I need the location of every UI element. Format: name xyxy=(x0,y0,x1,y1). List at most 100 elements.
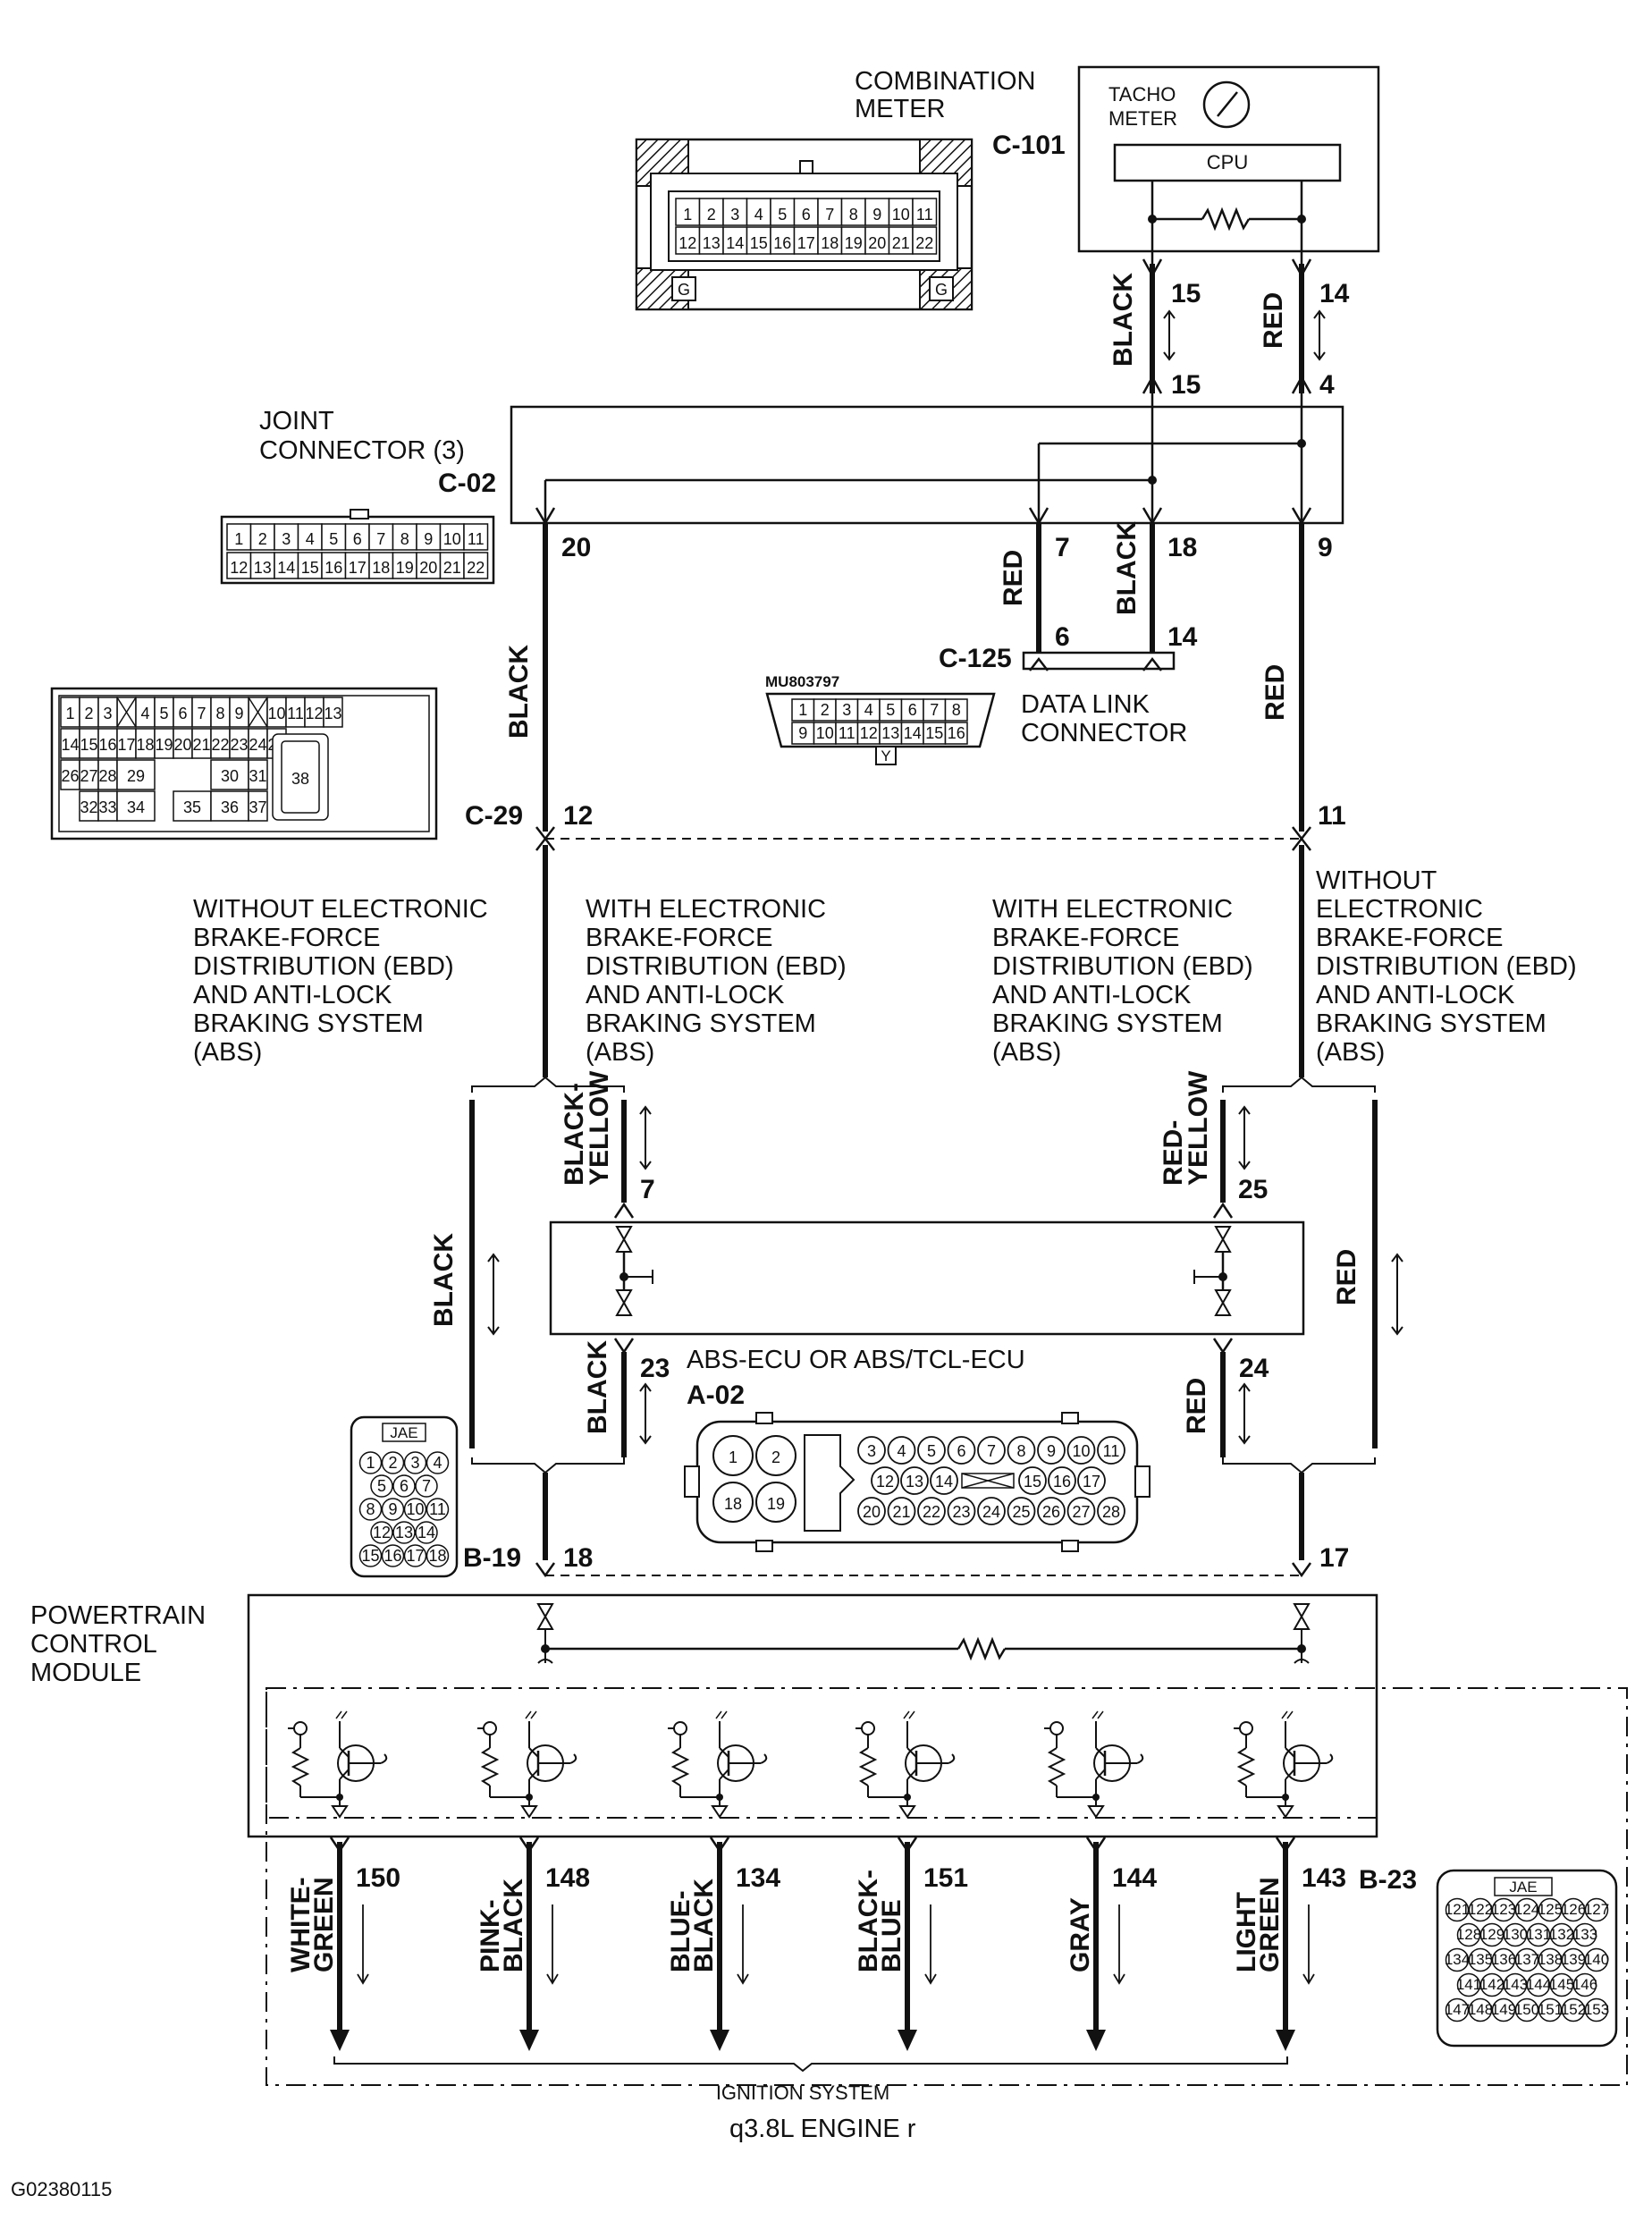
b23-pin-label: 137 xyxy=(1514,1951,1539,1968)
b23-pin-label: 141 xyxy=(1456,1976,1481,1993)
pin-arrow-icon xyxy=(1291,258,1312,278)
c29-pin-label: 34 xyxy=(127,798,145,816)
ignition-wire-color: BLUE- xyxy=(666,1890,695,1972)
pin-cell xyxy=(840,226,866,255)
c02-pin-label: 8 xyxy=(400,530,409,548)
pin-number: 17 xyxy=(1319,1543,1349,1573)
pin-cell xyxy=(368,523,394,551)
a02-pin-label: 10 xyxy=(1072,1442,1090,1460)
wire-color-red: RED xyxy=(1260,664,1290,721)
c29-pin-label: 13 xyxy=(324,705,341,722)
a02-pin-label: 24 xyxy=(982,1503,1000,1521)
b19-pin-label: 16 xyxy=(384,1547,401,1565)
option-note-line: BRAKE-FORCE xyxy=(992,924,1179,952)
wire-color-red: RED xyxy=(1332,1249,1361,1305)
c02-pin-label: 4 xyxy=(306,530,315,548)
c29-pin-label: 37 xyxy=(249,798,266,816)
b23-pin-label: 138 xyxy=(1538,1951,1563,1968)
dlc-pin-label: 1 xyxy=(798,701,807,719)
c29-pin-label: 29 xyxy=(127,767,145,785)
cpu-label: CPU xyxy=(1207,151,1248,173)
pin-number: 14 xyxy=(1319,279,1350,308)
dlc-title-1: DATA LINK xyxy=(1021,690,1150,719)
pin-number: 23 xyxy=(640,1354,670,1383)
joint-connector-id: C-02 xyxy=(438,469,496,498)
b19-pin-label: 12 xyxy=(373,1524,391,1541)
pin-number: 24 xyxy=(1239,1354,1269,1383)
b19-pin-label: 7 xyxy=(422,1477,431,1495)
pin-cell xyxy=(912,226,938,255)
option-note-line: BRAKING SYSTEM xyxy=(1316,1009,1547,1038)
pin-cell xyxy=(835,698,859,722)
pin-cell xyxy=(675,198,701,226)
b23-pin-label: 146 xyxy=(1572,1976,1597,1993)
pin-number: 9 xyxy=(1318,533,1333,562)
option-note-line: AND ANTI-LOCK xyxy=(586,981,785,1009)
c29-pin-label: 33 xyxy=(98,798,116,816)
pin-cell xyxy=(249,552,275,579)
b19-pin-label: 1 xyxy=(366,1454,375,1472)
b19-pin-label: 15 xyxy=(361,1547,379,1565)
a02-pin-label: 23 xyxy=(952,1503,970,1521)
dlc-pin-label: 7 xyxy=(930,701,939,719)
option-note-line: WITH ELECTRONIC xyxy=(586,895,826,924)
wire-color-black: BLACK xyxy=(583,1340,612,1434)
pin-number: 12 xyxy=(563,801,593,831)
c101-pin-label: 20 xyxy=(868,234,886,252)
wire-color-red: RED xyxy=(1182,1378,1211,1434)
pin-cell xyxy=(249,523,275,551)
wire-color-black-yellow: BLACK- xyxy=(560,1083,589,1186)
c29-pin-label: 18 xyxy=(136,736,154,754)
c02-pin-label: 7 xyxy=(376,530,385,548)
c101-pin-label: 10 xyxy=(892,206,910,224)
c101-pin-label: 4 xyxy=(754,206,763,224)
engine-variant-label: q3.8L ENGINE r xyxy=(729,2115,916,2143)
pin-number: 18 xyxy=(1167,533,1197,562)
b23-pin-label: 142 xyxy=(1479,1976,1504,1993)
c29-splice: C-29 12 11 xyxy=(465,801,1346,1077)
c02-pin-label: 15 xyxy=(301,559,319,577)
c29-pin-label: 22 xyxy=(211,736,229,754)
ignition-wire-pin: 151 xyxy=(923,1863,968,1893)
option-note-line: BRAKING SYSTEM xyxy=(992,1009,1223,1038)
meter-to-joint-wires: BLACK RED 15 15 14 4 xyxy=(1108,258,1350,400)
c02-pin-label: 16 xyxy=(324,559,342,577)
c29-pin-label: 10 xyxy=(267,705,285,722)
b23-pin-label: 121 xyxy=(1445,1901,1470,1918)
abs-section: BLACK RED BLACK- YELLOW RED- YELLOW 7 25 xyxy=(429,1070,1403,1474)
c29-pin-label: 24 xyxy=(249,736,266,754)
option-note-line: AND ANTI-LOCK xyxy=(1316,981,1515,1009)
igniter-driver-transistor-icon xyxy=(856,1710,956,1819)
c29-pin-label: 14 xyxy=(61,736,79,754)
option-note-line: WITHOUT xyxy=(1316,866,1437,895)
a02-pin-label: 20 xyxy=(863,1503,881,1521)
ignition-wire-color: WHITE- xyxy=(286,1877,316,1972)
c29-pin-label: 11 xyxy=(287,705,304,722)
b23-connector-face: B-23 JAE 1211221231241251261271281291301… xyxy=(1359,1865,1618,2048)
option-note-line: (ABS) xyxy=(193,1038,262,1067)
option-note-line: BRAKE-FORCE xyxy=(586,924,772,952)
b19-pin-label: 8 xyxy=(366,1500,375,1518)
ignition-system-label: IGNITION SYSTEM xyxy=(716,2082,889,2104)
option-note-line: DISTRIBUTION (EBD) xyxy=(992,952,1253,981)
ignition-wire-color: PINK- xyxy=(476,1899,505,1972)
pin-cell xyxy=(923,698,947,722)
c29-pin-label: 31 xyxy=(249,767,266,785)
option-note-line: DISTRIBUTION (EBD) xyxy=(586,952,847,981)
pin-cell xyxy=(944,698,968,722)
c101-pin-label: 12 xyxy=(678,234,696,252)
combination-meter-id: C-101 xyxy=(992,131,1066,160)
dlc-pin-label: 11 xyxy=(839,724,856,742)
c101-pin-label: 7 xyxy=(825,206,834,224)
joint-connector-box xyxy=(510,405,1344,525)
b23-pin-label: 151 xyxy=(1538,2001,1563,2018)
wire-color-black: BLACK xyxy=(429,1233,459,1327)
option-note-line: DISTRIBUTION (EBD) xyxy=(193,952,454,981)
c101-pin-label: 21 xyxy=(892,234,910,252)
a02-pin-label: 14 xyxy=(935,1473,953,1491)
combination-meter-title-1: COMBINATION xyxy=(855,67,1035,96)
pin-cell xyxy=(793,198,819,226)
